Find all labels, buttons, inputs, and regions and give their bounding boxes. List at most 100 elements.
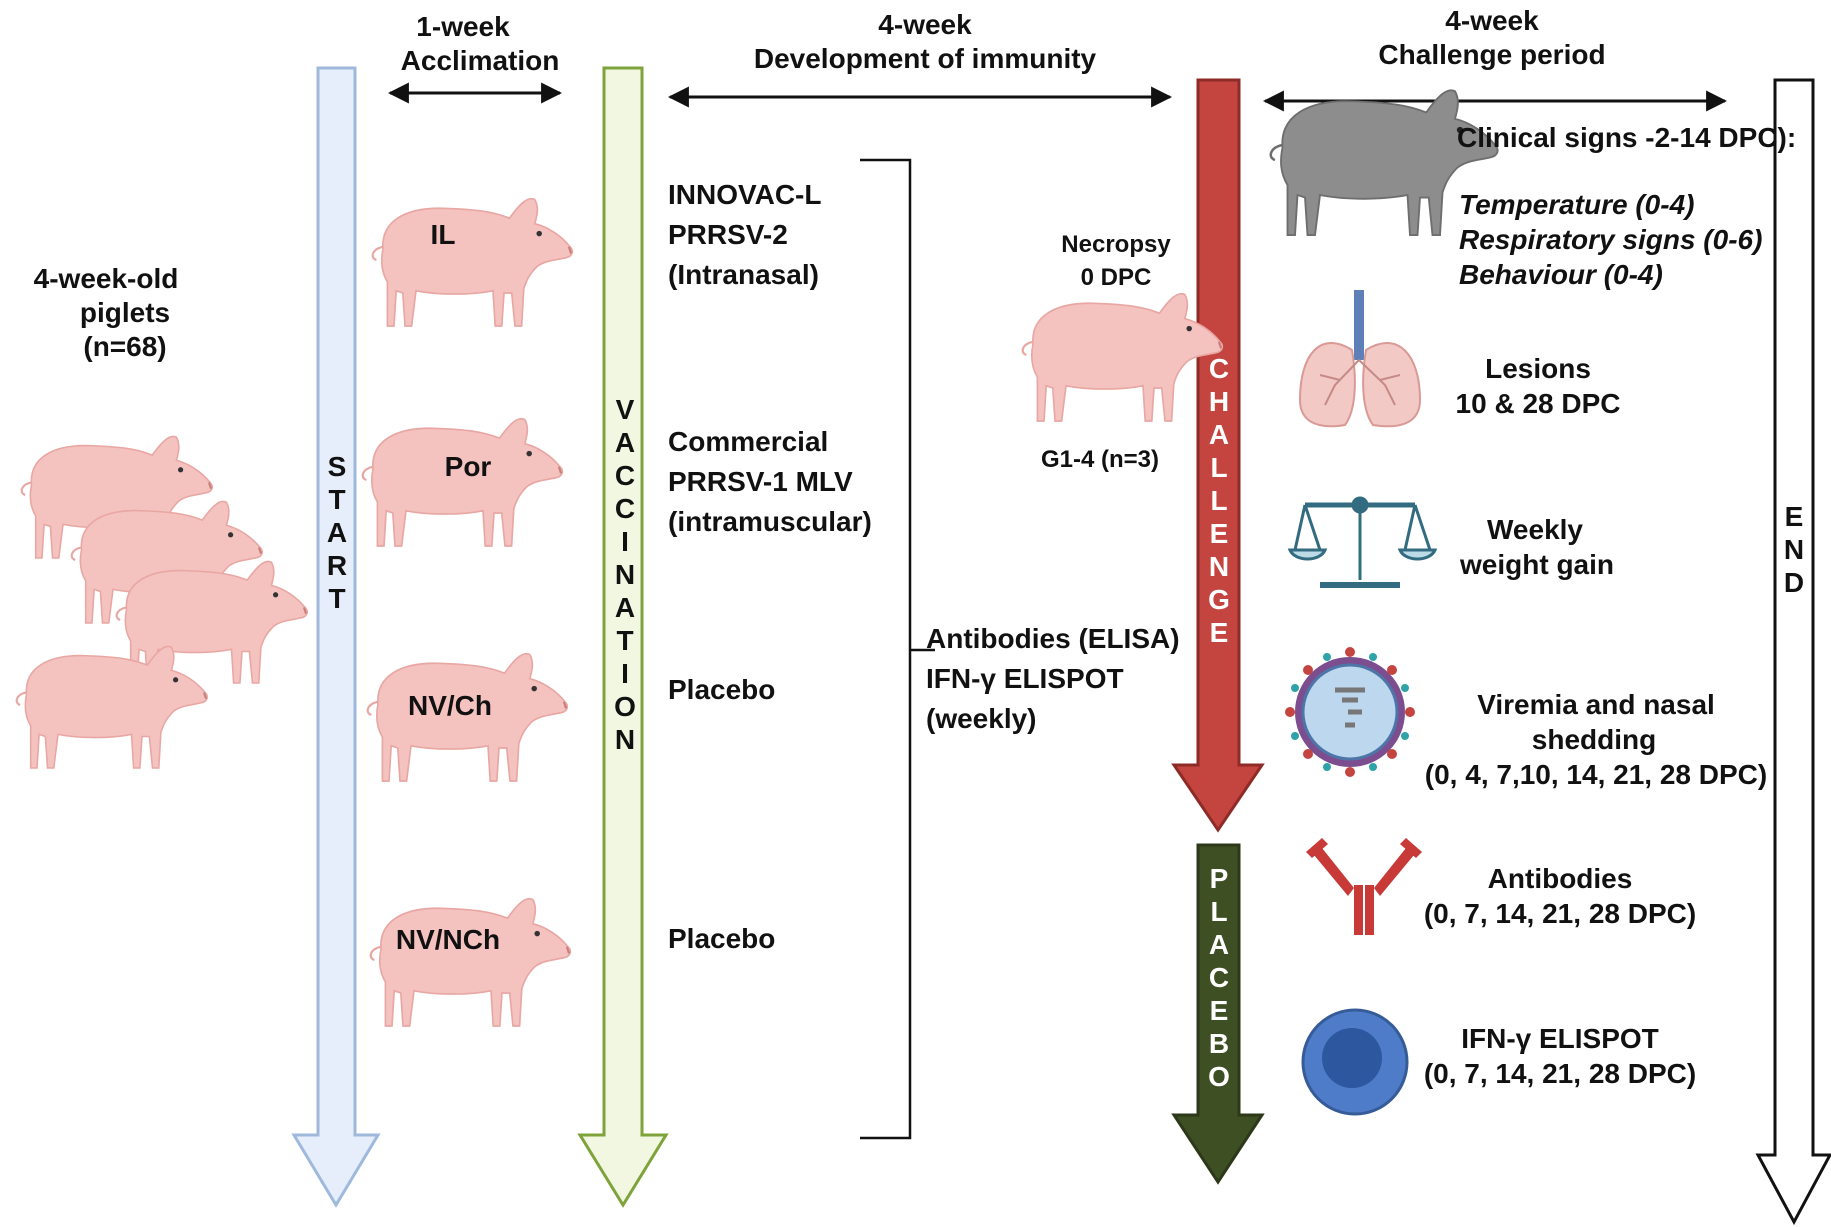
- clinical-item-respiratory: Respiratory signs (0-6): [1459, 224, 1763, 255]
- start-letter-4: T: [328, 583, 346, 614]
- piglets-age: 4-week-old: [33, 263, 179, 294]
- necropsy-day: 0 DPC: [1080, 264, 1152, 291]
- start-letter-1: T: [328, 484, 346, 515]
- vaccination-letter-4: I: [621, 526, 629, 557]
- start-letter-2: A: [326, 517, 348, 548]
- antibodies-label: Antibodies: [1487, 863, 1633, 894]
- challenge-letter-1: H: [1208, 386, 1230, 417]
- vaccination-arrow: [577, 66, 669, 1208]
- end-letter-2: D: [1783, 567, 1805, 598]
- challenge-arrow: [1171, 78, 1265, 833]
- group-il-desc-3: (Intranasal): [668, 259, 819, 290]
- vaccination-letter-9: O: [614, 691, 636, 722]
- lesions-label: Lesions: [1485, 353, 1591, 384]
- virus-icon: [1285, 647, 1415, 777]
- placebo-letter-3: C: [1208, 962, 1230, 993]
- group-nvnch-desc: Placebo: [668, 923, 776, 954]
- elispot-label: IFN-γ ELISPOT: [1461, 1023, 1659, 1054]
- necropsy-pig-icon: [1021, 292, 1224, 423]
- challenge-letter-0: C: [1208, 353, 1230, 384]
- placebo-letter-5: B: [1208, 1028, 1230, 1059]
- antibody-icon: [1306, 838, 1422, 935]
- start-letter-0: S: [327, 451, 347, 482]
- weekly-test-1: Antibodies (ELISA): [926, 623, 1180, 654]
- vaccination-letter-3: C: [614, 493, 636, 524]
- viremia-days: (0, 4, 7,10, 14, 21, 28 DPC): [1424, 759, 1768, 790]
- acclimation-duration: 1-week: [416, 11, 510, 42]
- immunity-label: Development of immunity: [753, 43, 1097, 74]
- necropsy-title: Necropsy: [1061, 231, 1171, 258]
- placebo-arrow: [1171, 843, 1265, 1185]
- vaccination-letter-2: C: [614, 460, 636, 491]
- piglets-count: (n=68): [83, 331, 167, 362]
- immunity-duration: 4-week: [878, 9, 972, 40]
- start-arrow: [291, 66, 381, 1208]
- clinical-item-behaviour: Behaviour (0-4): [1459, 259, 1663, 290]
- viremia-label-2: shedding: [1531, 724, 1657, 755]
- group-il-label: IL: [430, 219, 456, 250]
- acclimation-label: Acclimation: [400, 45, 560, 76]
- group-il-desc-2: PRRSV-2: [668, 219, 788, 250]
- group-por-desc-1: Commercial: [668, 426, 829, 457]
- placebo-letter-6: O: [1208, 1061, 1230, 1092]
- antibodies-days: (0, 7, 14, 21, 28 DPC): [1423, 898, 1697, 929]
- group-por-desc-3: (intramuscular): [668, 506, 872, 537]
- clinical-title: Clinical signs -2-14 DPC):: [1457, 122, 1797, 153]
- piglet-group-icon: [15, 435, 309, 770]
- challenge-letter-7: G: [1208, 584, 1230, 615]
- challenge-letter-8: E: [1209, 617, 1229, 648]
- scale-icon: [1287, 496, 1438, 588]
- group-nvch-label: NV/Ch: [408, 690, 492, 721]
- vaccination-letter-5: N: [614, 559, 636, 590]
- challenge-letter-2: A: [1208, 419, 1230, 450]
- challenge-letter-4: L: [1210, 485, 1228, 516]
- placebo-letter-1: L: [1210, 896, 1228, 927]
- weekly-bracket: [860, 158, 935, 1140]
- group-por-desc-2: PRRSV-1 MLV: [668, 466, 853, 497]
- weekly-test-2: IFN-γ ELISPOT: [926, 663, 1124, 694]
- placebo-letter-2: A: [1208, 929, 1230, 960]
- grey-pig-icon: [1269, 89, 1499, 236]
- placebo-letter-4: E: [1209, 995, 1229, 1026]
- vaccination-letter-0: V: [615, 394, 635, 425]
- lesions-days: 10 & 28 DPC: [1455, 388, 1621, 419]
- weight-label-2: weight gain: [1460, 549, 1614, 580]
- necropsy-groups: G1-4 (n=3): [1040, 446, 1160, 473]
- challenge-period-label: Challenge period: [1378, 39, 1606, 70]
- challenge-letter-6: N: [1208, 551, 1230, 582]
- challenge-letter-3: L: [1210, 452, 1228, 483]
- vaccination-letter-6: A: [614, 592, 636, 623]
- weight-label-1: Weekly: [1487, 514, 1583, 545]
- group-nvch-desc: Placebo: [668, 674, 776, 705]
- lungs-icon: [1298, 290, 1422, 428]
- vaccination-letter-8: I: [621, 658, 629, 689]
- vaccination-letter-7: T: [616, 625, 634, 656]
- elispot-days: (0, 7, 14, 21, 28 DPC): [1423, 1058, 1697, 1089]
- placebo-letter-0: P: [1209, 863, 1229, 894]
- vaccination-letter-10: N: [614, 724, 636, 755]
- challenge-letter-5: E: [1209, 518, 1229, 549]
- weekly-test-3: (weekly): [926, 703, 1037, 734]
- piglets-label: piglets: [79, 297, 171, 328]
- challenge-period-duration: 4-week: [1445, 5, 1539, 36]
- vaccination-letter-1: A: [614, 427, 636, 458]
- pig-nvnch-icon: [369, 897, 572, 1028]
- cell-icon: [1301, 1008, 1409, 1116]
- end-letter-1: N: [1783, 534, 1805, 565]
- end-letter-0: E: [1784, 501, 1804, 532]
- pig-il-icon: [371, 197, 574, 328]
- end-arrow: [1755, 78, 1831, 1226]
- group-por-label: Por: [444, 451, 492, 482]
- group-il-desc-1: INNOVAC-L: [668, 179, 822, 210]
- start-letter-3: R: [326, 550, 348, 581]
- viremia-label-1: Viremia and nasal: [1477, 689, 1715, 720]
- group-nvnch-label: NV/NCh: [395, 924, 501, 955]
- clinical-item-temperature: Temperature (0-4): [1459, 189, 1695, 220]
